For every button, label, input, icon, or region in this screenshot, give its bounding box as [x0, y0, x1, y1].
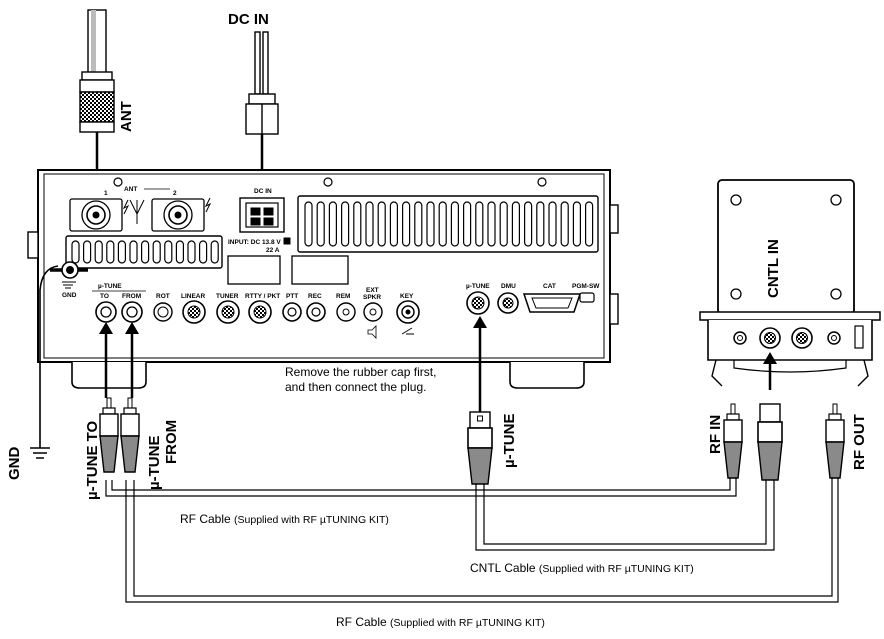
svg-text:REC: REC: [308, 293, 322, 300]
cntl-in-label: CNTL IN: [765, 239, 782, 298]
vent-slot: [584, 201, 594, 247]
rf-cable-2-label: RF Cable (Supplied with RF µTUNING KIT): [336, 615, 545, 629]
cntl-cable-label: CNTL Cable (Supplied with RF µTUNING KIT…: [470, 561, 694, 575]
vent-slot: [523, 201, 533, 247]
gnd-label: GND: [6, 447, 23, 481]
vent-slot: [365, 201, 374, 247]
dc-in-socket: DC IN INPUT: DC 13.8 V 22 A: [228, 188, 291, 254]
svg-text:EXT: EXT: [366, 287, 379, 294]
vent-slot: [164, 240, 173, 264]
vent-slot: [353, 201, 362, 247]
vent-slot: [152, 240, 161, 264]
utune-from-label-1: µ-TUNE: [146, 436, 163, 490]
svg-text:TUNER: TUNER: [216, 293, 239, 300]
rf-out-label: RF OUT: [851, 414, 868, 470]
vent-slot: [389, 201, 398, 247]
rf-in-label: RF IN: [707, 415, 724, 454]
vent-slot: [328, 201, 337, 247]
note-line-1: Remove the rubber cap first,: [285, 365, 436, 379]
ant-cable: [79, 9, 115, 133]
vent-slot: [426, 201, 435, 247]
vent-slot: [187, 240, 196, 264]
vent-slot: [414, 201, 423, 247]
svg-text:2: 2: [173, 190, 177, 197]
panel-jacks: ROT LINEAR TUNER RTTY / PKT PTT REC REM …: [153, 283, 600, 339]
vent-slot: [210, 240, 219, 264]
svg-text:SPKR: SPKR: [363, 294, 381, 301]
vent-slot: [82, 240, 92, 264]
vent-slot: [402, 201, 411, 247]
vent-slot: [106, 240, 115, 264]
vent-slot: [499, 201, 508, 247]
note-line-2: and then connect the plug.: [285, 380, 426, 394]
ant-cable-label: ANT: [118, 101, 135, 132]
vent-slot: [117, 240, 127, 264]
svg-text:22 A: 22 A: [266, 247, 280, 254]
plug-rf-out: [825, 403, 845, 479]
vent-slot: [450, 201, 459, 247]
vent-slot: [475, 201, 484, 247]
vent-slot: [536, 201, 545, 247]
vent-slot: [199, 240, 208, 264]
svg-text:TO: TO: [100, 293, 109, 300]
vent-slot: [548, 201, 557, 247]
dc-in-label: DC IN: [228, 11, 269, 28]
vent-slot: [560, 201, 569, 247]
vent-slot: [511, 201, 521, 247]
cable-routes: [105, 468, 839, 603]
svg-text:RTTY / PKT: RTTY / PKT: [245, 293, 280, 300]
svg-text:GND: GND: [62, 292, 77, 299]
gnd-wire: [30, 265, 59, 459]
plug-cntl-din: [757, 403, 783, 481]
svg-text:DMU: DMU: [501, 283, 516, 290]
svg-text:PTT: PTT: [286, 293, 298, 300]
dc-cable: [245, 31, 279, 135]
svg-text:ROT: ROT: [156, 293, 170, 300]
utune-jacks: µ-TUNE TO FROM: [92, 283, 146, 323]
svg-text:CAT: CAT: [543, 283, 556, 290]
svg-text:KEY: KEY: [400, 293, 414, 300]
plug-utune-din: [467, 411, 493, 485]
svg-text:1: 1: [104, 190, 108, 197]
vent-slot: [487, 201, 496, 247]
utune-arrows: [99, 316, 487, 412]
vent-slot: [341, 201, 350, 247]
vent-slot: [129, 240, 138, 264]
ant-connectors: 1 ANT 2: [69, 186, 212, 232]
svg-text:ANT: ANT: [124, 186, 137, 193]
svg-text:µ-TUNE: µ-TUNE: [466, 283, 490, 290]
svg-text:FROM: FROM: [122, 293, 141, 300]
gnd-terminal: GND: [50, 261, 88, 299]
utune-plug-label: µ-TUNE: [501, 414, 518, 468]
svg-text:INPUT: DC 13.8 V: INPUT: DC 13.8 V: [228, 239, 281, 246]
rf-cable-1-label: RF Cable (Supplied with RF µTUNING KIT): [180, 512, 389, 526]
tuning-unit: [699, 179, 881, 387]
vent-slot: [377, 201, 386, 247]
vent-slot: [71, 240, 80, 264]
vent-slot: [463, 201, 472, 247]
vent-slot: [94, 240, 103, 264]
utune-from-label-2: FROM: [163, 420, 180, 464]
utune-to-label: µ-TUNE TO: [84, 420, 101, 500]
plug-utune-from: [120, 397, 140, 473]
plug-rf-in: [723, 403, 743, 479]
svg-text:REM: REM: [336, 293, 350, 300]
plug-utune-to: [99, 397, 119, 473]
vent-slot: [304, 201, 313, 247]
vent-slot: [141, 240, 150, 264]
vent-slot: [316, 201, 325, 247]
vent-slot: [572, 201, 582, 247]
vent-slot: [438, 201, 447, 247]
svg-text:DC IN: DC IN: [254, 188, 272, 195]
svg-text:µ-TUNE: µ-TUNE: [98, 283, 122, 290]
svg-text:LINEAR: LINEAR: [181, 293, 206, 300]
svg-text:PGM-SW: PGM-SW: [572, 283, 600, 290]
vent-slot: [175, 240, 184, 264]
